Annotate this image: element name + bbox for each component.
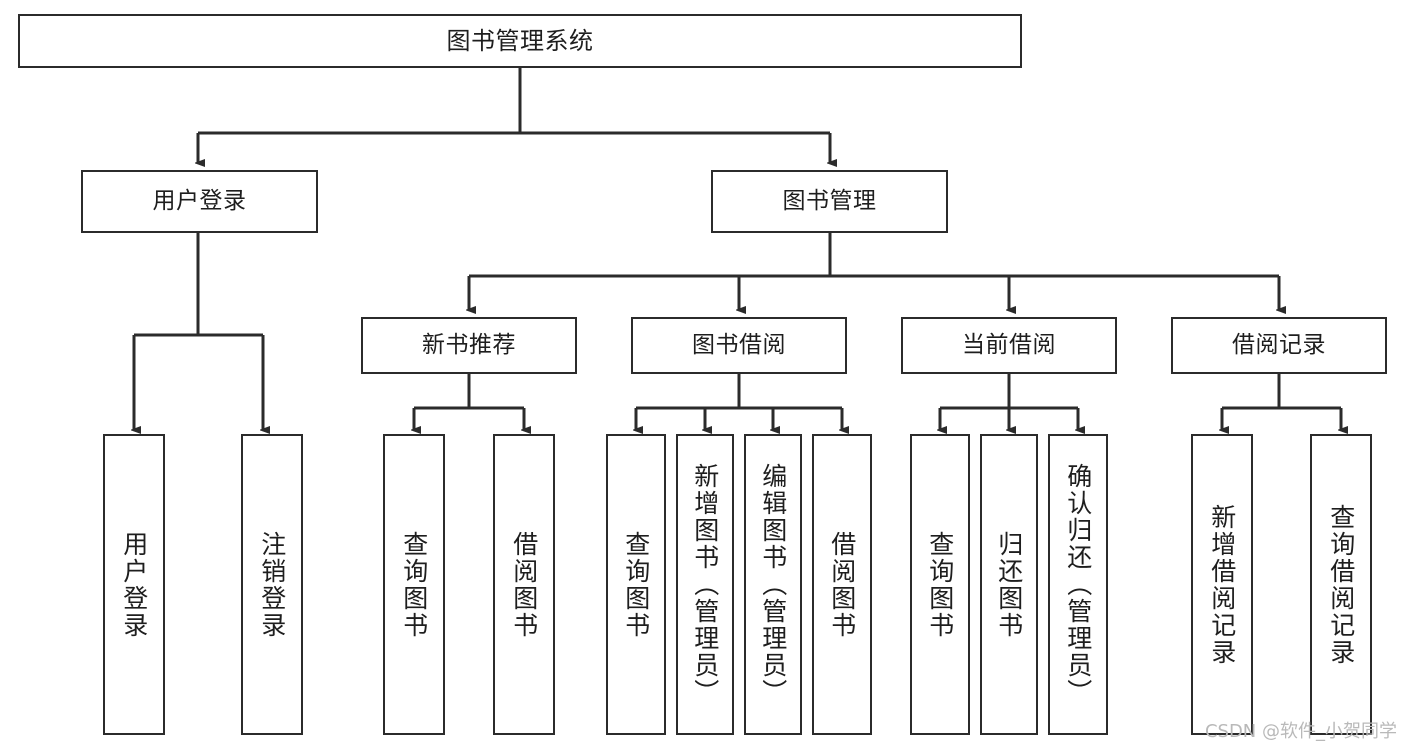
node-label: 图书管理系统 (446, 26, 594, 55)
node-label: 注销登录 (257, 530, 287, 639)
node-leaf-query-book-3[interactable]: 查询图书 (910, 434, 970, 735)
node-leaf-logout[interactable]: 注销登录 (241, 434, 303, 735)
node-book-borrow[interactable]: 图书借阅 (631, 317, 847, 374)
node-leaf-query-record[interactable]: 查询借阅记录 (1310, 434, 1372, 735)
node-label: 确认归还（管理员） (1063, 463, 1093, 706)
node-label: 借阅记录 (1232, 331, 1326, 358)
node-leaf-query-book-2[interactable]: 查询图书 (606, 434, 666, 735)
node-label: 查询图书 (621, 530, 651, 639)
node-leaf-borrow-book-1[interactable]: 借阅图书 (493, 434, 555, 735)
node-leaf-user-login[interactable]: 用户登录 (103, 434, 165, 735)
node-leaf-add-book[interactable]: 新增图书（管理员） (676, 434, 734, 735)
node-user-login[interactable]: 用户登录 (81, 170, 318, 233)
node-borrow-record[interactable]: 借阅记录 (1171, 317, 1387, 374)
node-root-book-management-system[interactable]: 图书管理系统 (18, 14, 1022, 68)
node-leaf-add-record[interactable]: 新增借阅记录 (1191, 434, 1253, 735)
node-label: 图书借阅 (692, 331, 786, 358)
node-new-book-recommend[interactable]: 新书推荐 (361, 317, 577, 374)
node-leaf-return-book[interactable]: 归还图书 (980, 434, 1038, 735)
node-label: 查询借阅记录 (1326, 503, 1356, 666)
node-label: 新增借阅记录 (1207, 503, 1237, 666)
node-label: 归还图书 (994, 530, 1024, 639)
node-label: 图书管理 (782, 187, 877, 214)
node-label: 借阅图书 (827, 530, 857, 639)
node-leaf-edit-book[interactable]: 编辑图书（管理员） (744, 434, 802, 735)
node-leaf-borrow-book-2[interactable]: 借阅图书 (812, 434, 872, 735)
node-label: 查询图书 (925, 530, 955, 639)
csdn-watermark: CSDN @软件_小贺同学 (1204, 721, 1397, 742)
node-label: 用户登录 (152, 187, 247, 214)
node-book-manage[interactable]: 图书管理 (711, 170, 948, 233)
node-label: 当前借阅 (962, 331, 1056, 358)
node-leaf-confirm-return[interactable]: 确认归还（管理员） (1048, 434, 1108, 735)
node-leaf-query-book-1[interactable]: 查询图书 (383, 434, 445, 735)
node-label: 用户登录 (119, 530, 149, 639)
node-label: 编辑图书（管理员） (758, 463, 788, 706)
node-label: 借阅图书 (509, 530, 539, 639)
node-current-borrow[interactable]: 当前借阅 (901, 317, 1117, 374)
node-label: 新增图书（管理员） (690, 463, 720, 706)
node-label: 查询图书 (399, 530, 429, 639)
node-label: 新书推荐 (422, 331, 516, 358)
